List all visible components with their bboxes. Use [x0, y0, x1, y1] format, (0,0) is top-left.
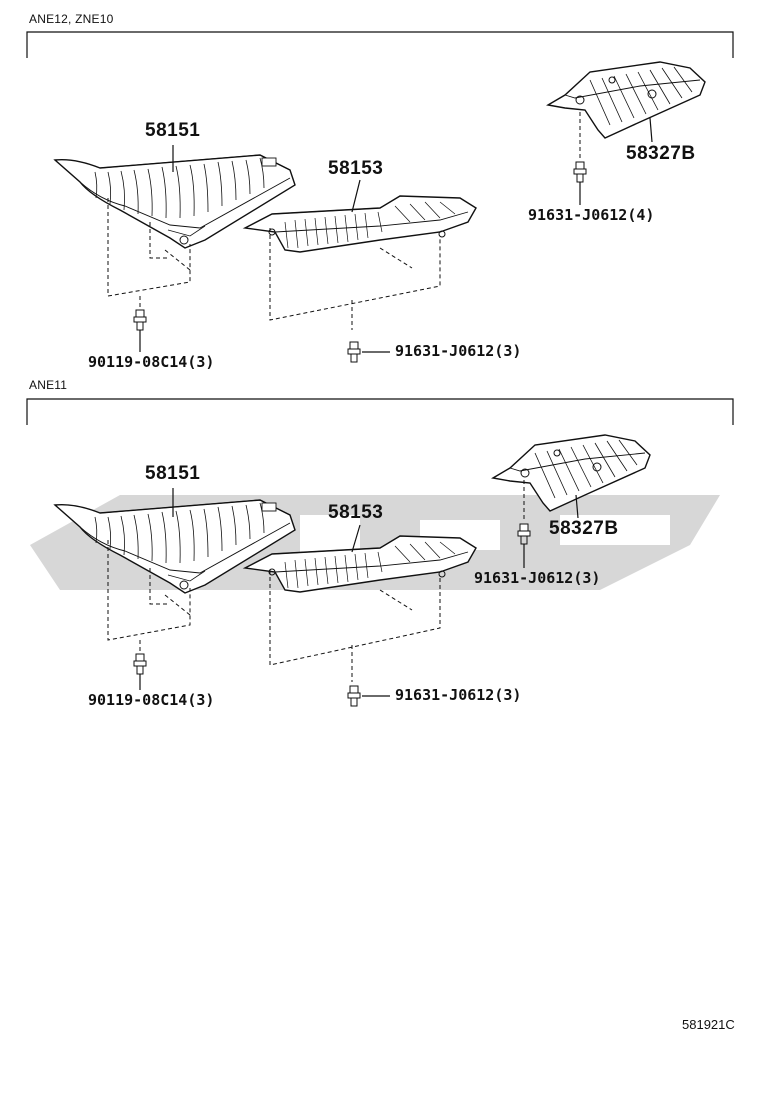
section-frame-bottom [26, 398, 734, 425]
bolt-91631-rear-icon [573, 161, 587, 183]
callout-part-58327b[interactable]: 58327B [626, 143, 696, 164]
callout-part-58327b-2[interactable]: 58327B [549, 518, 619, 539]
callout-bolt-91631-rear-2[interactable]: 91631-J0612(3) [474, 569, 601, 587]
callout-bolt-91631-rear[interactable]: 91631-J0612(4) [528, 206, 655, 224]
callout-part-58153-2[interactable]: 58153 [328, 502, 384, 523]
callout-part-58151-2[interactable]: 58151 [145, 463, 201, 484]
callout-bolt-90119[interactable]: 90119-08C14(3) [88, 353, 215, 371]
callout-part-58153[interactable]: 58153 [328, 158, 384, 179]
callout-part-58151[interactable]: 58151 [145, 120, 201, 141]
section-label-2: ANE11 [29, 378, 68, 392]
bolt-91631-icon [347, 341, 361, 363]
part-58153-shape [244, 195, 477, 253]
bolt-90119-icon-2 [133, 653, 147, 675]
section-frame-top [26, 31, 734, 58]
section-1-drawing [54, 61, 706, 363]
diagram-id: 581921C [682, 1017, 735, 1032]
callout-bolt-91631[interactable]: 91631-J0612(3) [395, 342, 522, 360]
callout-bolt-91631-2[interactable]: 91631-J0612(3) [395, 686, 522, 704]
section-2-drawing [54, 434, 651, 707]
bolt-90119-icon [133, 309, 147, 331]
callout-bolt-90119-2[interactable]: 90119-08C14(3) [88, 691, 215, 709]
part-58151-shape [54, 154, 296, 249]
section-label-1: ANE12, ZNE10 [29, 12, 114, 26]
bolt-91631-icon-2 [347, 685, 361, 707]
part-58327b-shape [547, 61, 706, 139]
